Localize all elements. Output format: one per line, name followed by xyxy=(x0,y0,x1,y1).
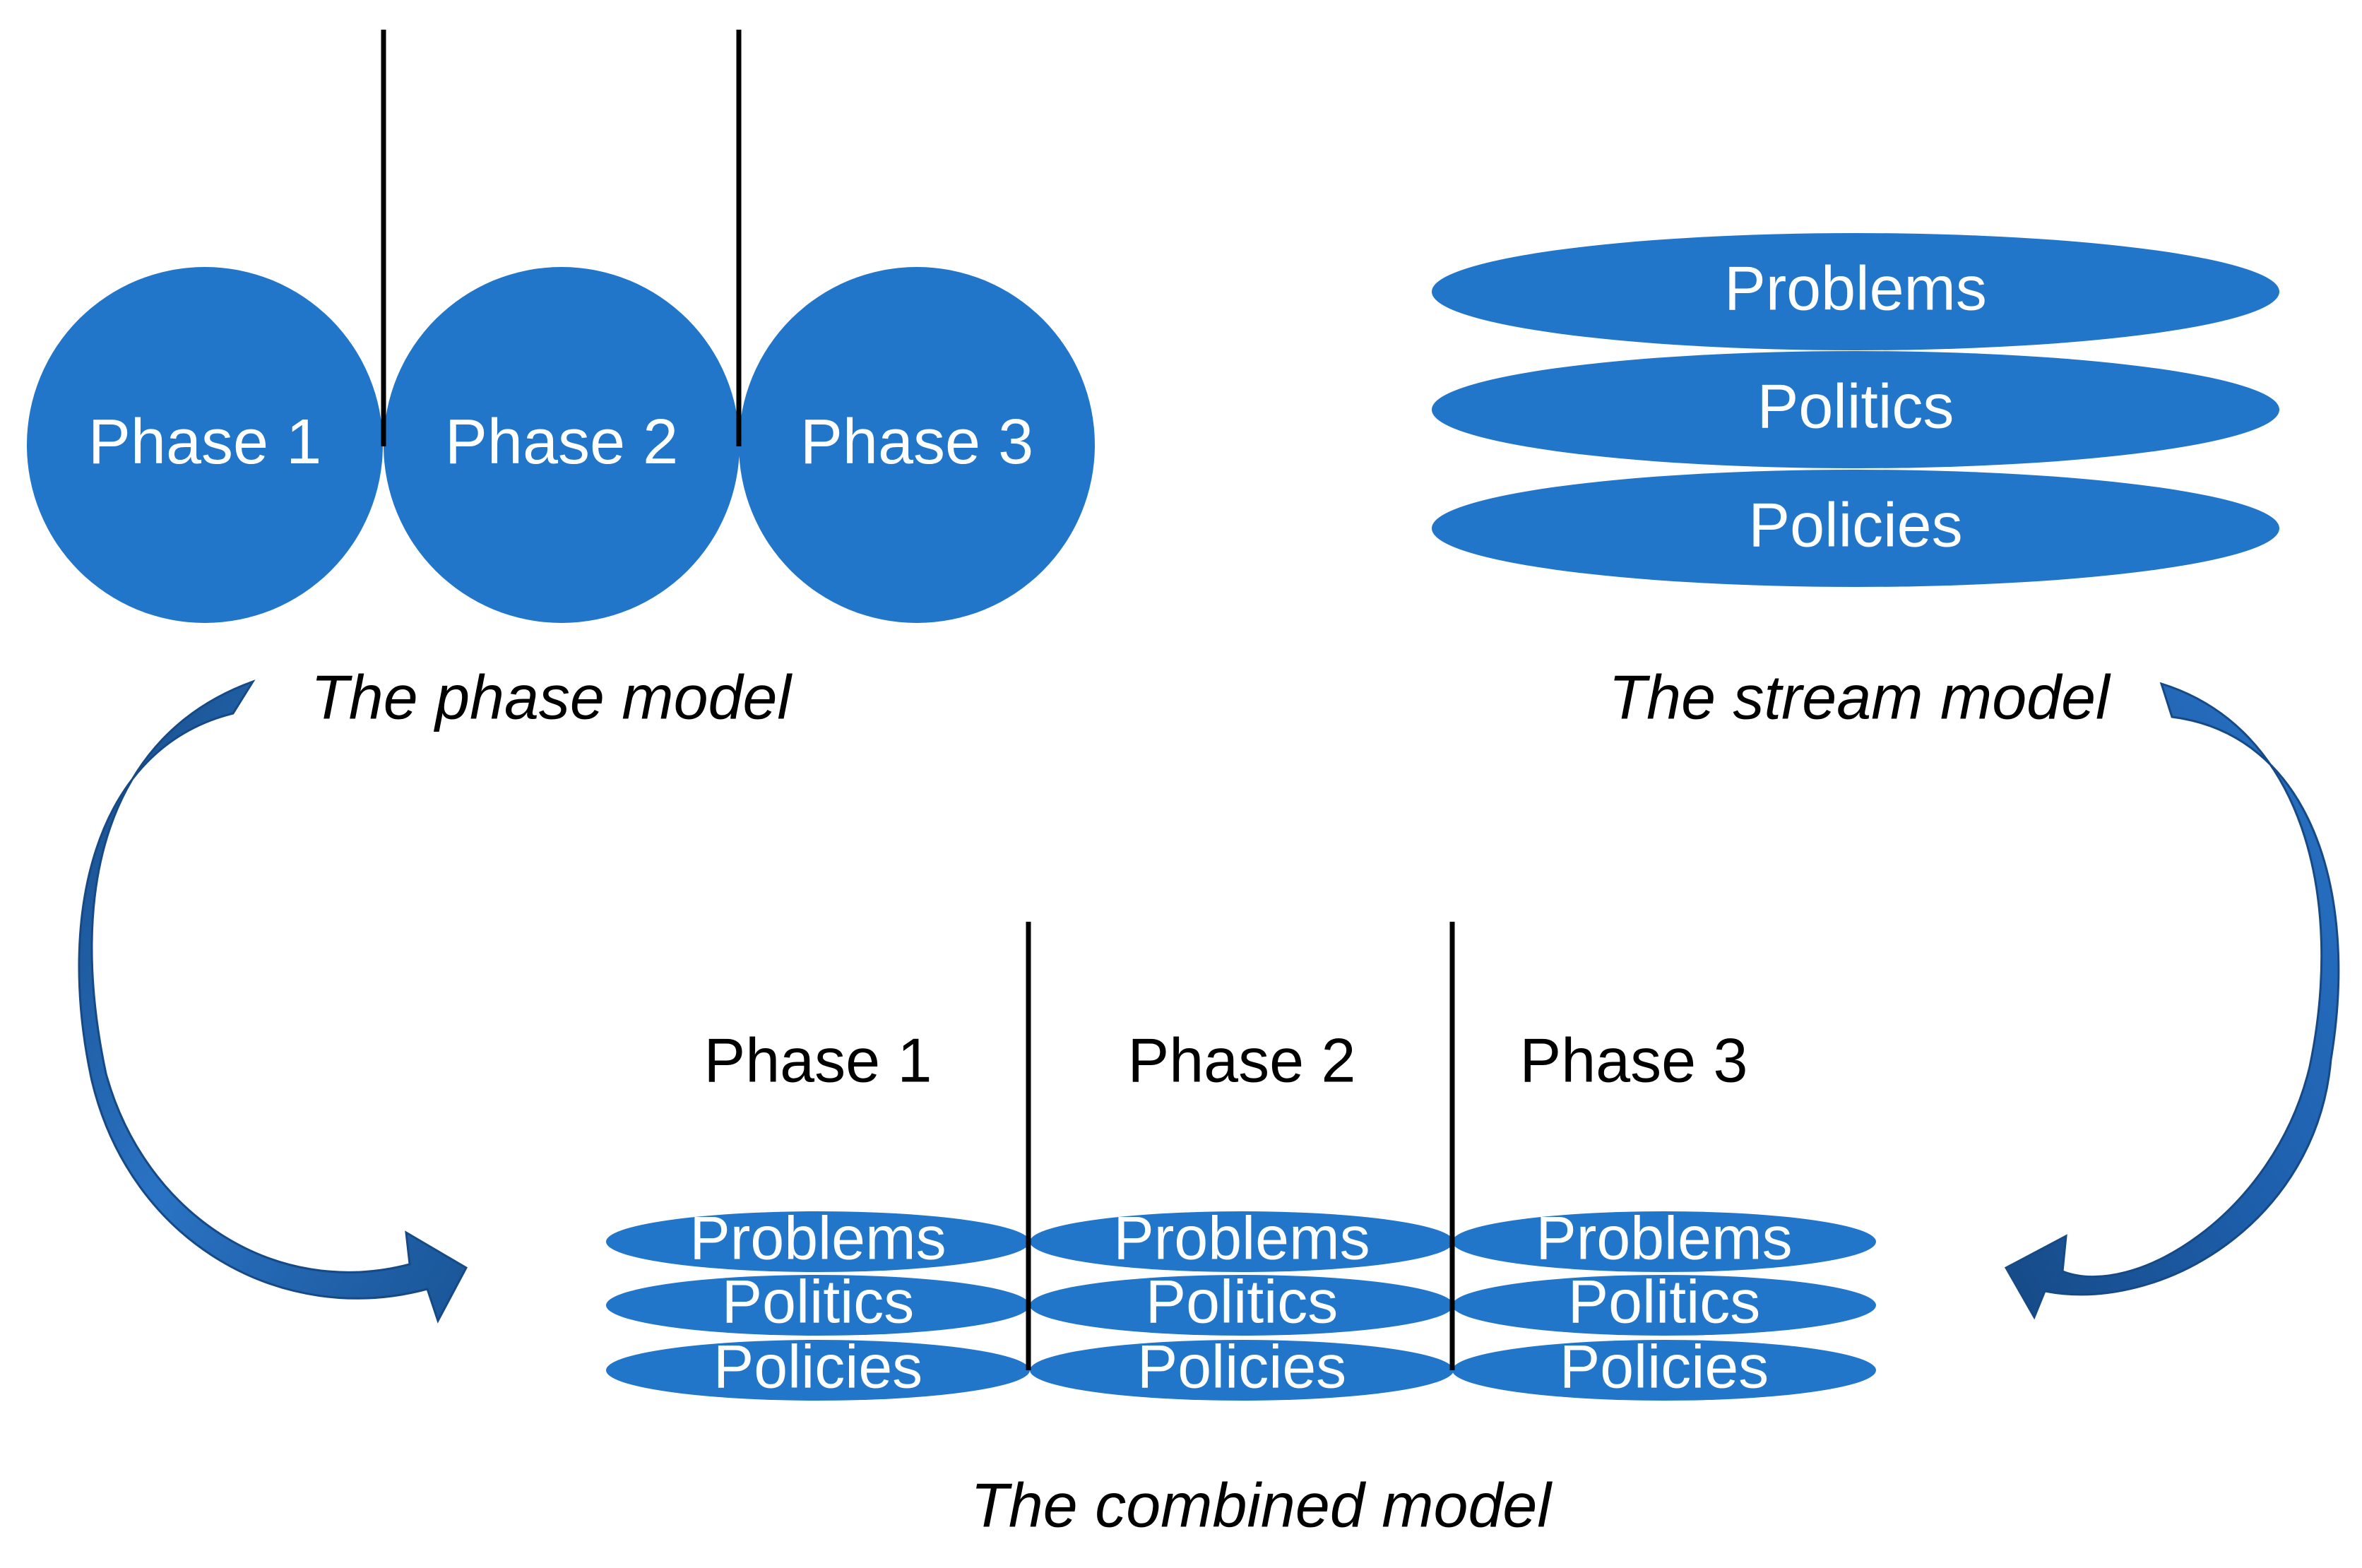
combined-column-3: Problems Politics Policies xyxy=(1452,1205,1876,1401)
combined-label-policies: Policies xyxy=(1560,1334,1769,1401)
stream-model-caption: The stream model xyxy=(1608,662,2111,732)
phase-model: Phase 1 Phase 2 Phase 3 The phase model xyxy=(27,30,1095,732)
combined-ellipse-politics xyxy=(1452,1275,1876,1336)
stream-ellipse-policies xyxy=(1432,470,2279,587)
phase-circle-1 xyxy=(27,267,383,623)
combined-ellipse-problems xyxy=(606,1211,1030,1272)
combined-column-1: Problems Politics Policies xyxy=(606,1205,1030,1401)
curved-arrow-left-icon xyxy=(2004,682,2340,1320)
combined-phase-header-2: Phase 2 xyxy=(1128,1025,1356,1095)
phase-circle-3 xyxy=(739,267,1095,623)
combined-ellipse-politics xyxy=(606,1275,1030,1336)
phase-label-3: Phase 3 xyxy=(800,407,1033,477)
combined-label-problems: Problems xyxy=(689,1205,946,1273)
curved-arrow-right-icon xyxy=(78,679,468,1324)
stream-ellipse-problems xyxy=(1432,233,2279,350)
combined-ellipse-policies xyxy=(1030,1340,1454,1401)
combined-label-problems: Problems xyxy=(1113,1205,1370,1273)
combined-phase-header-1: Phase 1 xyxy=(704,1025,932,1095)
combined-ellipse-problems xyxy=(1030,1211,1454,1272)
combined-model: Phase 1 Phase 2 Phase 3 Problems Politic… xyxy=(606,922,1876,1540)
combined-label-politics: Politics xyxy=(1568,1269,1760,1336)
combined-label-policies: Policies xyxy=(1137,1334,1346,1401)
combined-ellipse-problems xyxy=(1452,1211,1876,1272)
stream-label-policies: Policies xyxy=(1748,489,1962,559)
combined-ellipse-policies xyxy=(606,1340,1030,1401)
combined-phase-header-3: Phase 3 xyxy=(1520,1025,1748,1095)
phase-label-1: Phase 1 xyxy=(88,407,321,477)
combined-label-policies: Policies xyxy=(713,1334,922,1401)
combined-ellipse-politics xyxy=(1030,1275,1454,1336)
stream-model: Problems Politics Policies The stream mo… xyxy=(1432,233,2279,732)
combined-ellipse-policies xyxy=(1452,1340,1876,1401)
combined-column-2: Problems Politics Policies xyxy=(1030,1205,1454,1401)
phase-model-caption: The phase model xyxy=(311,662,793,732)
phase-label-2: Phase 2 xyxy=(445,407,678,477)
combined-model-caption: The combined model xyxy=(971,1470,1553,1540)
combined-label-problems: Problems xyxy=(1536,1205,1792,1273)
phase-circle-2 xyxy=(384,267,740,623)
stream-label-politics: Politics xyxy=(1757,371,1954,441)
combined-label-politics: Politics xyxy=(722,1269,914,1336)
stream-label-problems: Problems xyxy=(1724,253,1987,323)
combined-label-politics: Politics xyxy=(1146,1269,1338,1336)
stream-ellipse-politics xyxy=(1432,351,2279,468)
